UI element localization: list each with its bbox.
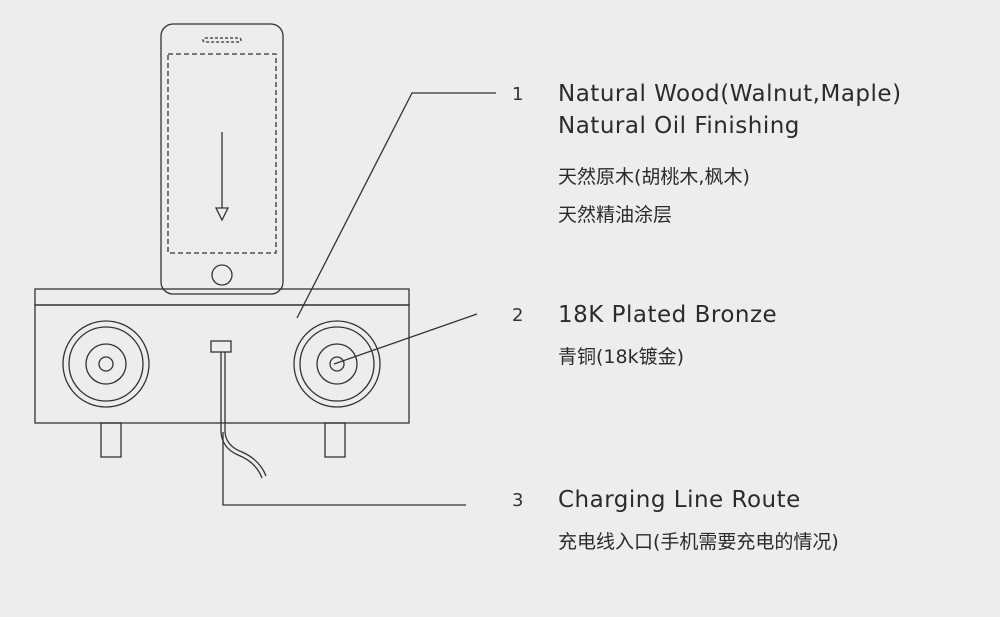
phone-illustration: [160, 23, 284, 295]
leader-line-1: [296, 92, 496, 319]
left-speaker-center: [98, 356, 114, 372]
right-speaker-ring-inner: [316, 343, 358, 385]
left-speaker-ring-inner: [85, 343, 127, 385]
right-speaker-ring-outer: [293, 320, 381, 408]
base-left-foot: [100, 422, 122, 458]
phone-body: [160, 23, 284, 295]
right-speaker: [293, 320, 381, 408]
base-right-foot: [324, 422, 346, 458]
left-speaker: [62, 320, 150, 408]
right-speaker-ring-mid: [299, 326, 375, 402]
right-speaker-center: [329, 356, 345, 372]
leader-line-2: [333, 313, 478, 365]
charging-port: [210, 340, 267, 479]
phone-screen: [167, 53, 277, 254]
left-speaker-ring-outer: [62, 320, 150, 408]
charging-cable-2: [224, 352, 267, 477]
speaker-base: [34, 288, 410, 458]
down-arrow-head: [214, 207, 230, 222]
leader-line-3: [222, 432, 466, 506]
charging-cable-1: [220, 352, 263, 479]
phone-home-button: [211, 264, 233, 286]
charging-port-slot: [210, 340, 232, 353]
base-body: [34, 304, 410, 424]
phone-speaker-slot: [202, 37, 242, 43]
left-speaker-ring-mid: [68, 326, 144, 402]
base-top-panel: [34, 288, 410, 306]
